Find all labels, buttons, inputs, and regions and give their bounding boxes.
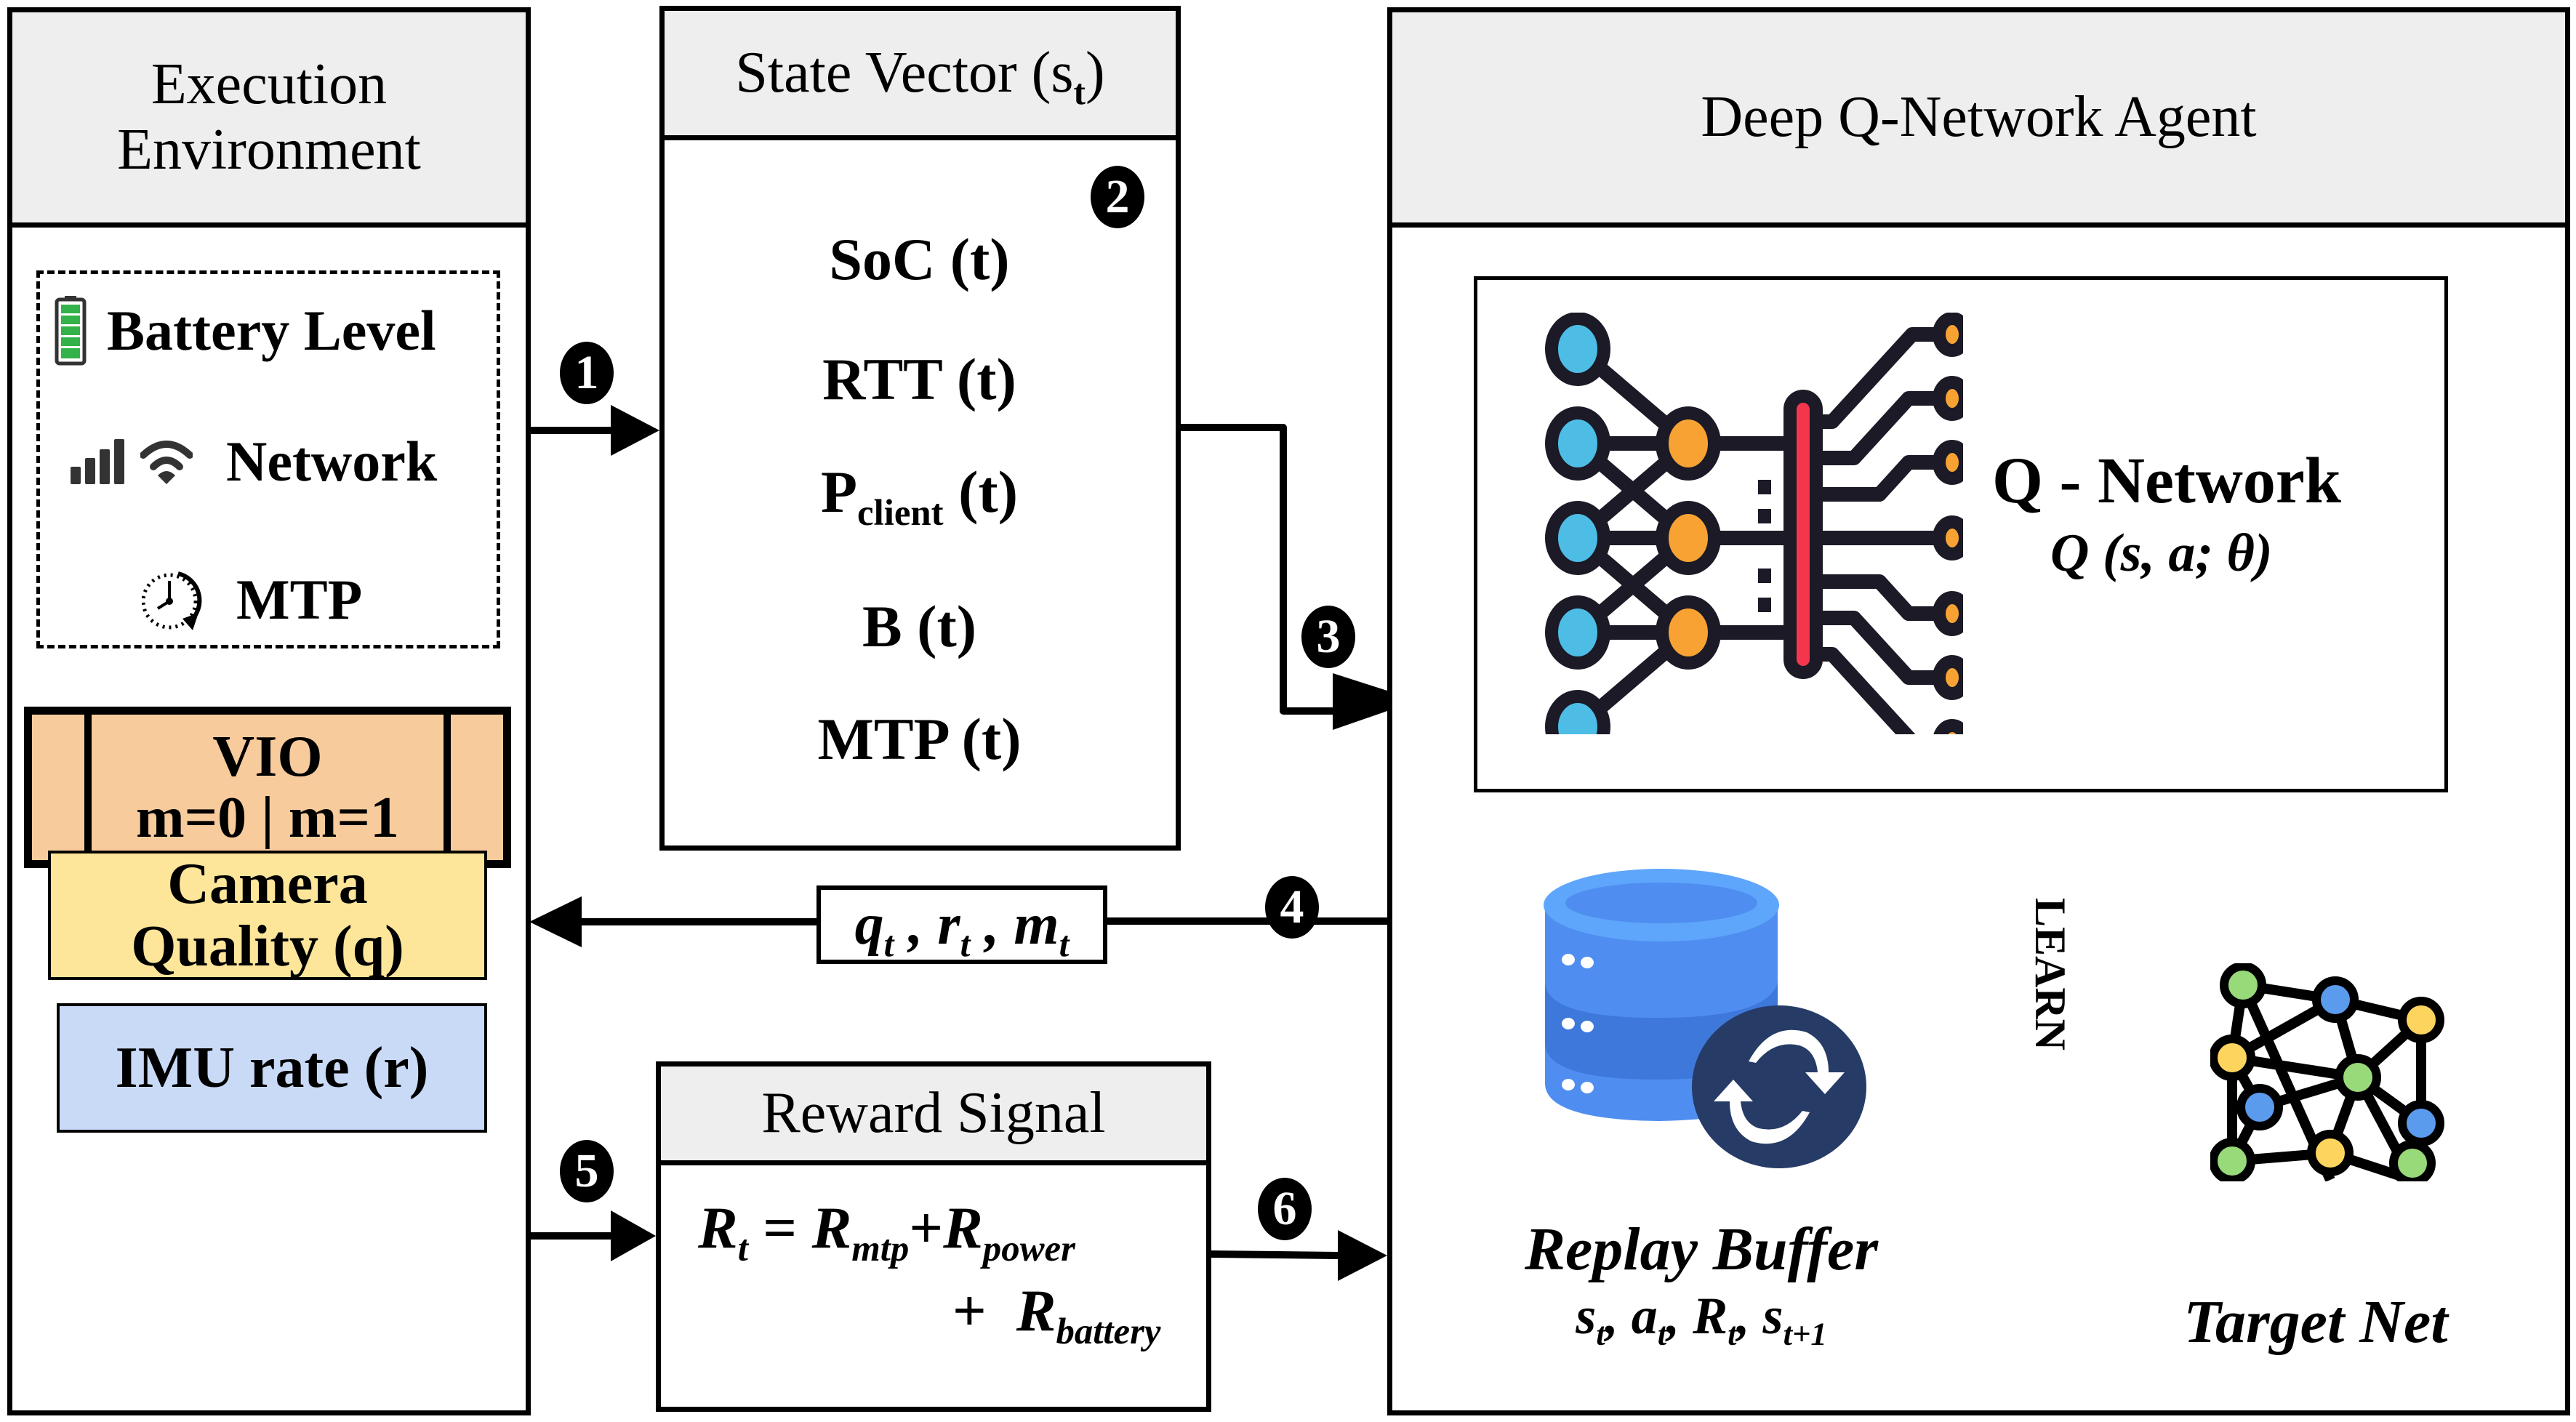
monitor-battery: Battery Level: [55, 291, 436, 371]
state-item-pclient: Pclient (t): [820, 459, 1019, 533]
replay-buffer-label: Replay Buffer st, at, Rt, st+1: [1498, 1214, 1905, 1352]
monitors-group: [36, 270, 500, 648]
arrow-3-state-to-dqn: [1179, 424, 1387, 730]
camera-quality-line1: Camera: [167, 851, 368, 916]
q-network-label: Q - Network Q (s, a; θ): [1992, 443, 2443, 585]
arrow-4-dqn-to-env: [529, 896, 1387, 947]
step-badge-2: 2: [1091, 166, 1144, 228]
monitor-network-label: Network: [226, 430, 438, 493]
vio-title: VIO: [212, 725, 323, 789]
state-vector-title: State Vector (s: [735, 40, 1074, 105]
wifi-icon: [140, 441, 193, 484]
state-vector-title-sub: t: [1073, 72, 1086, 113]
step-badge-3: 3: [1301, 606, 1355, 668]
state-item-soc: SoC (t): [829, 226, 1010, 292]
imu-rate-block: IMU rate (r): [57, 1003, 487, 1133]
state-item-buffer: B (t): [862, 593, 977, 659]
reward-signal-header: Reward Signal: [661, 1066, 1206, 1165]
env-title-line1: Execution: [151, 52, 388, 116]
imu-rate-label: IMU rate (r): [115, 1035, 429, 1100]
replay-buffer-tuple: st, at, Rt, st+1: [1576, 1287, 1827, 1352]
signal-bars-icon: [71, 439, 124, 484]
action-q: q: [854, 892, 884, 957]
state-item-mtp: MTP (t): [817, 706, 1022, 772]
vio-modes: m=0 | m=1: [135, 786, 400, 850]
action-m: m: [1014, 892, 1059, 957]
replay-buffer-title: Replay Buffer: [1524, 1216, 1879, 1283]
reward-formula: Rt = Rmtp+Rpower + Rbattery: [698, 1192, 1192, 1352]
camera-quality-line2: Quality (q): [131, 915, 404, 979]
dqn-agent-header: Deep Q-Network Agent: [1392, 12, 2565, 228]
monitor-mtp-label: MTP: [236, 568, 363, 631]
step-badge-1: 1: [560, 342, 614, 404]
battery-icon: [55, 296, 87, 366]
camera-quality-block: Camera Quality (q): [48, 851, 487, 980]
monitor-mtp: MTP: [142, 560, 362, 640]
action-r: r: [937, 892, 960, 957]
target-network-graph-icon: [2210, 963, 2444, 1181]
q-network-title: Q - Network: [1992, 445, 2341, 517]
arrow-6-reward-to-dqn: [1209, 1230, 1387, 1281]
reward-formula-line2: + Rbattery: [952, 1277, 1161, 1352]
target-net-label: Target Net: [2183, 1288, 2448, 1356]
vio-block: VIO m=0 | m=1: [24, 707, 511, 868]
monitor-network: Network: [69, 422, 437, 502]
step-badge-4: 4: [1265, 876, 1319, 939]
env-title-line2: Environment: [117, 117, 421, 182]
timer-icon: [142, 571, 202, 630]
vio-divider-left: [84, 715, 92, 860]
monitor-battery-label: Battery Level: [107, 299, 436, 362]
state-vector-panel: State Vector (st): [659, 6, 1181, 851]
dqn-agent-title: Deep Q-Network Agent: [1701, 84, 2257, 149]
step-badge-6: 6: [1258, 1178, 1312, 1240]
state-item-rtt: RTT (t): [822, 346, 1016, 412]
arrow-5-env-to-reward: [529, 1210, 656, 1261]
step-badge-5: 5: [560, 1140, 614, 1202]
execution-environment-header: Execution Environment: [12, 12, 526, 228]
reward-signal-panel: Reward Signal: [656, 1061, 1211, 1412]
vio-divider-right: [444, 715, 451, 860]
replay-buffer-database-icon: [1544, 869, 1866, 1168]
reward-signal-title: Reward Signal: [761, 1080, 1106, 1145]
neural-network-icon: [1545, 313, 1963, 734]
reward-formula-line1: Rt = Rmtp+Rpower: [698, 1194, 1075, 1269]
state-vector-header: State Vector (st): [665, 11, 1176, 140]
q-network-formula: Q (s, a; θ): [2050, 523, 2273, 583]
learn-label: LEARN: [2026, 897, 2074, 1051]
action-output-box: qt , rt , mt: [816, 885, 1107, 964]
